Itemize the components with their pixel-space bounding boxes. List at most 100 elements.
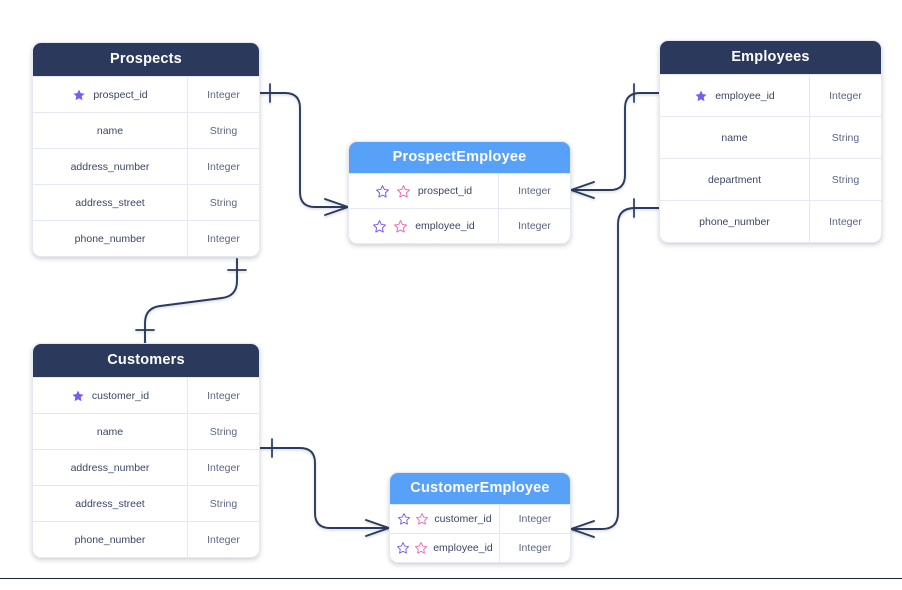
- field-name-label: customer_id: [91, 389, 150, 402]
- field-name-cell: prospect_id: [349, 174, 498, 208]
- field-name-label: name: [721, 131, 748, 144]
- foreign-key-star-icon: [416, 513, 429, 525]
- field-name-label: employee_id: [715, 89, 775, 102]
- field-name-cell: phone_number: [33, 522, 187, 557]
- foreign-key-star-icon: [394, 219, 408, 232]
- field-row[interactable]: prospect_id Integer: [33, 76, 259, 112]
- entity-customeremployee[interactable]: CustomerEmployee customer_id Integer: [389, 472, 571, 563]
- field-name-label: employee_id: [415, 220, 475, 232]
- foreign-key-star-icon: [415, 542, 428, 554]
- field-name-cell: name: [33, 414, 187, 449]
- field-row[interactable]: customer_id Integer: [390, 504, 570, 533]
- key-icons: [375, 184, 411, 199]
- field-row[interactable]: address_number Integer: [33, 148, 259, 184]
- field-type-cell: Integer: [499, 505, 570, 533]
- field-name-cell: employee_id: [349, 209, 498, 243]
- field-name-label: address_street: [75, 196, 145, 209]
- field-row[interactable]: prospect_id Integer: [349, 173, 570, 208]
- primary-key-star-icon: [73, 89, 85, 100]
- field-row[interactable]: phone_number Integer: [33, 220, 259, 256]
- entity-employees[interactable]: Employees employee_id Integer name: [659, 40, 882, 243]
- entity-title-employees: Employees: [660, 41, 881, 74]
- field-name-label: customer_id: [434, 513, 492, 525]
- field-name-cell: address_number: [33, 149, 187, 184]
- field-row[interactable]: address_number Integer: [33, 449, 259, 485]
- field-row[interactable]: employee_id Integer: [660, 74, 881, 116]
- field-row[interactable]: employee_id Integer: [349, 208, 570, 243]
- field-name-label: address_street: [75, 497, 145, 510]
- key-icons: [71, 389, 85, 403]
- edge-prospects-prospectemployee: [259, 83, 349, 216]
- field-name-cell: name: [33, 113, 187, 148]
- primary-key-star-icon: [398, 513, 411, 525]
- field-name-cell: department: [660, 159, 809, 200]
- field-type-cell: Integer: [809, 201, 881, 242]
- field-type-cell: String: [187, 185, 259, 220]
- entity-prospects[interactable]: Prospects prospect_id Integer name: [32, 42, 260, 257]
- entity-title-prospectemployee: ProspectEmployee: [349, 142, 570, 173]
- field-row[interactable]: department String: [660, 158, 881, 200]
- field-name-cell: customer_id: [33, 378, 187, 413]
- field-type-cell: String: [809, 159, 881, 200]
- field-name-cell: customer_id: [390, 505, 499, 533]
- field-row[interactable]: name String: [33, 112, 259, 148]
- field-name-label: address_number: [70, 160, 150, 173]
- field-name-label: prospect_id: [93, 88, 148, 101]
- field-type-cell: Integer: [187, 149, 259, 184]
- field-name-label: name: [96, 124, 124, 137]
- field-type-cell: Integer: [498, 209, 570, 243]
- field-type-cell: Integer: [187, 221, 259, 256]
- field-name-label: prospect_id: [417, 185, 473, 197]
- field-row[interactable]: employee_id Integer: [390, 533, 570, 562]
- field-name-cell: name: [660, 117, 809, 158]
- field-row[interactable]: phone_number Integer: [660, 200, 881, 242]
- field-name-label: name: [96, 425, 124, 438]
- field-type-cell: Integer: [499, 534, 570, 562]
- key-icons: [694, 89, 708, 103]
- field-type-cell: Integer: [187, 450, 259, 485]
- field-name-label: phone_number: [74, 533, 146, 546]
- field-row[interactable]: name String: [660, 116, 881, 158]
- field-row[interactable]: address_street String: [33, 184, 259, 220]
- entity-title-prospects: Prospects: [33, 43, 259, 76]
- key-icons: [397, 512, 429, 526]
- field-name-label: address_number: [70, 461, 150, 474]
- field-name-cell: prospect_id: [33, 77, 187, 112]
- primary-key-star-icon: [375, 184, 389, 197]
- edge-employees-prospectemployee: [570, 83, 660, 199]
- field-name-label: phone_number: [699, 215, 770, 228]
- field-type-cell: Integer: [809, 75, 881, 116]
- field-name-label: phone_number: [74, 232, 146, 245]
- field-type-cell: Integer: [498, 174, 570, 208]
- field-type-cell: String: [187, 486, 259, 521]
- entity-prospectemployee[interactable]: ProspectEmployee prospect_id Integer: [348, 141, 571, 244]
- key-icons: [396, 541, 428, 555]
- edge-customers-customeremployee: [259, 438, 390, 537]
- field-row[interactable]: name String: [33, 413, 259, 449]
- primary-key-star-icon: [397, 542, 410, 554]
- field-name-cell: address_street: [33, 486, 187, 521]
- field-type-cell: String: [187, 113, 259, 148]
- foreign-key-star-icon: [396, 184, 410, 197]
- field-name-cell: phone_number: [660, 201, 809, 242]
- field-row[interactable]: customer_id Integer: [33, 377, 259, 413]
- entity-customers[interactable]: Customers customer_id Integer name: [32, 343, 260, 558]
- field-type-cell: String: [187, 414, 259, 449]
- field-name-cell: address_street: [33, 185, 187, 220]
- entity-title-customeremployee: CustomerEmployee: [390, 473, 570, 504]
- entity-title-customers: Customers: [33, 344, 259, 377]
- field-name-cell: address_number: [33, 450, 187, 485]
- primary-key-star-icon: [72, 390, 84, 401]
- key-icons: [372, 219, 408, 234]
- primary-key-star-icon: [695, 90, 707, 101]
- edge-prospects-customers: [135, 258, 247, 344]
- field-name-cell: employee_id: [660, 75, 809, 116]
- field-name-label: employee_id: [433, 542, 493, 554]
- primary-key-star-icon: [373, 219, 387, 232]
- field-row[interactable]: phone_number Integer: [33, 521, 259, 557]
- field-name-cell: phone_number: [33, 221, 187, 256]
- field-type-cell: Integer: [187, 378, 259, 413]
- field-row[interactable]: address_street String: [33, 485, 259, 521]
